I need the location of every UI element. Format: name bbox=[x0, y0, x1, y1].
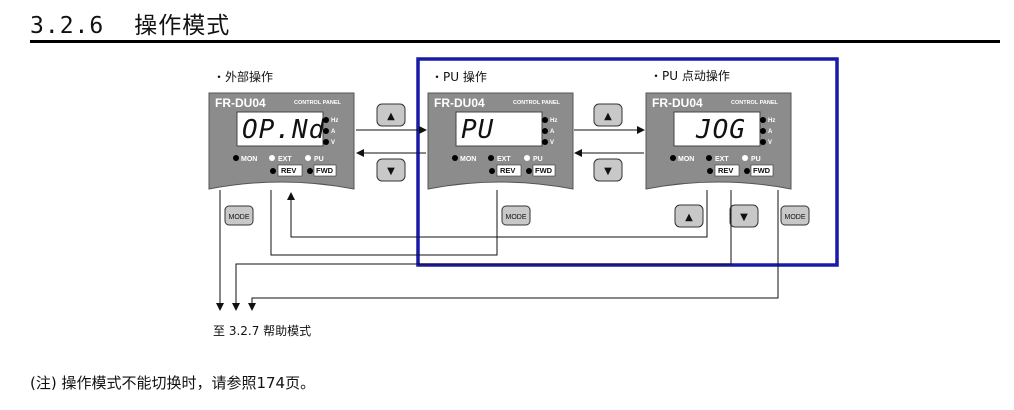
control-panel-pu-jog: FR-DU04 CONTROL PANEL JOG Hz A V MON EXT… bbox=[645, 92, 792, 190]
rev-key: REV bbox=[500, 166, 515, 175]
panel-subtitle: CONTROL PANEL bbox=[294, 100, 341, 106]
hz-label: Hz bbox=[331, 118, 338, 124]
v-label: V bbox=[768, 140, 772, 146]
lcd-display bbox=[673, 111, 761, 147]
mon-label: MON bbox=[460, 156, 476, 163]
mon-label: MON bbox=[241, 156, 257, 163]
pu-label: PU bbox=[314, 156, 324, 163]
rev-key: REV bbox=[281, 166, 296, 175]
fwd-key: FWD bbox=[753, 166, 771, 175]
pu-mode-highlight-box bbox=[416, 57, 839, 267]
ext-label: EXT bbox=[715, 156, 729, 163]
group-label-pu-jog: ・PU 点动操作 bbox=[650, 68, 730, 83]
flow-arrows bbox=[216, 126, 779, 311]
mode-key-1[interactable]: MODE bbox=[224, 205, 254, 226]
up-key-2[interactable]: ▲ bbox=[593, 103, 623, 127]
a-label: A bbox=[331, 129, 336, 135]
mode-key-label: MODE bbox=[229, 214, 250, 221]
mode-key-3[interactable]: MODE bbox=[780, 205, 810, 226]
panel-model: FR-DU04 bbox=[652, 96, 703, 110]
panel-subtitle: CONTROL PANEL bbox=[513, 100, 560, 106]
panel-subtitle: CONTROL PANEL bbox=[731, 100, 778, 106]
destination-label: 至 3.2.7 帮助模式 bbox=[213, 324, 311, 338]
up-key-1[interactable]: ▲ bbox=[376, 103, 406, 127]
v-label: V bbox=[550, 140, 554, 146]
down-key-1[interactable]: ▼ bbox=[376, 158, 406, 182]
down-arrow-icon: ▼ bbox=[740, 212, 748, 223]
up-arrow-icon: ▲ bbox=[604, 111, 612, 122]
control-panel-external: FR-DU04 CONTROL PANEL OP.Nd Hz A V MON E… bbox=[208, 92, 355, 190]
section-number: 3.2.6 bbox=[30, 13, 105, 39]
section-title: 操作模式 bbox=[134, 13, 231, 39]
v-label: V bbox=[331, 140, 335, 146]
mode-key-label: MODE bbox=[785, 214, 806, 221]
heading-rule bbox=[30, 40, 1000, 43]
control-panel-pu: FR-DU04 CONTROL PANEL PU Hz A V MON EXT … bbox=[427, 92, 574, 190]
pu-label: PU bbox=[533, 156, 543, 163]
down-key-2[interactable]: ▼ bbox=[593, 158, 623, 182]
mode-key-label: MODE bbox=[506, 214, 527, 221]
fwd-key: FWD bbox=[535, 166, 553, 175]
a-label: A bbox=[768, 129, 773, 135]
pu-label: PU bbox=[751, 156, 761, 163]
footnote: (注) 操作模式不能切换时，请参照174页。 bbox=[30, 374, 316, 392]
lcd-text: OP.Nd bbox=[242, 115, 325, 145]
up-arrow-icon: ▲ bbox=[387, 111, 395, 122]
group-label-external: ・外部操作 bbox=[213, 69, 273, 84]
mon-label: MON bbox=[678, 156, 694, 163]
hz-label: Hz bbox=[768, 118, 775, 124]
panel-model: FR-DU04 bbox=[215, 96, 266, 110]
lcd-text: JOG bbox=[695, 115, 746, 145]
panel-model: FR-DU04 bbox=[434, 96, 485, 110]
lcd-display bbox=[455, 111, 543, 147]
hz-label: Hz bbox=[550, 118, 557, 124]
up-arrow-icon: ▲ bbox=[685, 212, 693, 223]
up-key-3[interactable]: ▲ bbox=[674, 204, 704, 228]
rev-key: REV bbox=[718, 166, 733, 175]
down-arrow-icon: ▼ bbox=[387, 166, 395, 177]
section-heading: 3.2.6 操作模式 bbox=[30, 6, 230, 40]
fwd-key: FWD bbox=[316, 166, 334, 175]
mode-key-2[interactable]: MODE bbox=[501, 205, 531, 226]
down-key-3[interactable]: ▼ bbox=[729, 204, 759, 228]
lcd-text: PU bbox=[461, 115, 494, 145]
lcd-display bbox=[236, 111, 324, 147]
down-arrow-icon: ▼ bbox=[604, 166, 612, 177]
ext-label: EXT bbox=[278, 156, 292, 163]
group-label-pu: ・PU 操作 bbox=[431, 69, 487, 84]
a-label: A bbox=[550, 129, 555, 135]
ext-label: EXT bbox=[497, 156, 511, 163]
